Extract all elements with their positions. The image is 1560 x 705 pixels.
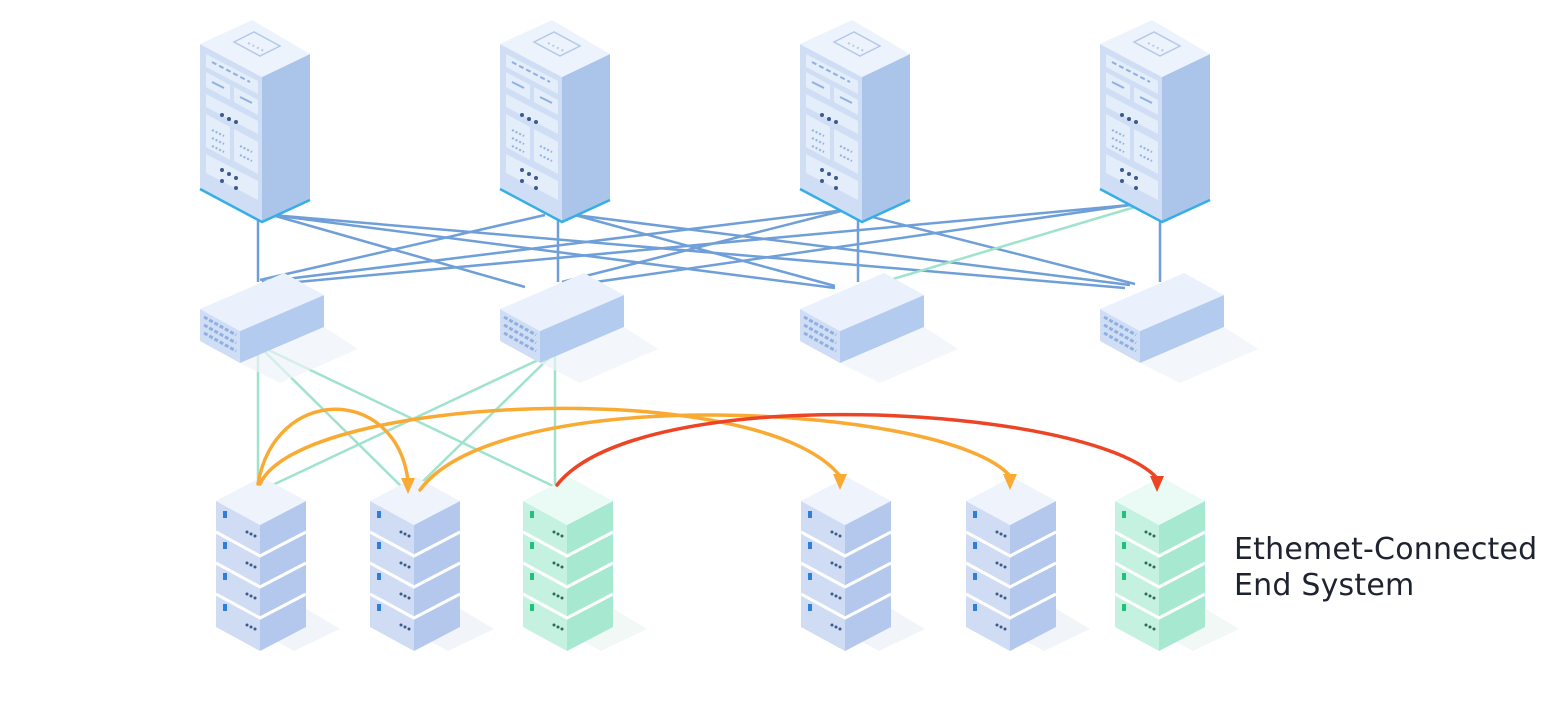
server-stack-icon [799,475,927,653]
caption-line-1: Ethemet-Connected [1234,532,1538,567]
flow-arrow-highlight [555,412,1159,487]
flow-arrow [258,406,842,486]
server-stack-icon [964,475,1092,653]
traffic-flows [256,406,1159,492]
arrow-head-icon [833,474,847,490]
server-stack-icon [368,475,496,653]
spine-leaf-links [256,203,1162,290]
end-system-layer [214,475,1241,653]
rack-server-icon [198,18,312,224]
network-switch-icon [1098,271,1260,385]
arrow-head-icon [401,478,415,494]
arrowheads [401,474,1164,494]
flow-arrow [418,413,1012,492]
spine-leaf-link-active [865,205,1136,289]
network-switch-icon [798,271,960,385]
rack-server-icon [798,18,912,224]
flow-arrow [256,407,410,486]
rack-server-icon [498,18,612,224]
caption-line-2: End System [1234,568,1415,603]
leaf-layer [198,271,1260,385]
spine-layer [198,18,1212,224]
server-stack-icon-highlight [1113,475,1241,653]
server-stack-icon [214,475,342,653]
arrow-head-icon [1150,476,1164,492]
server-stack-icon-highlight [521,475,649,653]
rack-server-icon [1098,18,1212,224]
end-system-caption: Ethemet-Connected End System [1234,532,1554,604]
arrow-head-icon [1003,474,1017,490]
network-switch-icon [198,271,360,385]
